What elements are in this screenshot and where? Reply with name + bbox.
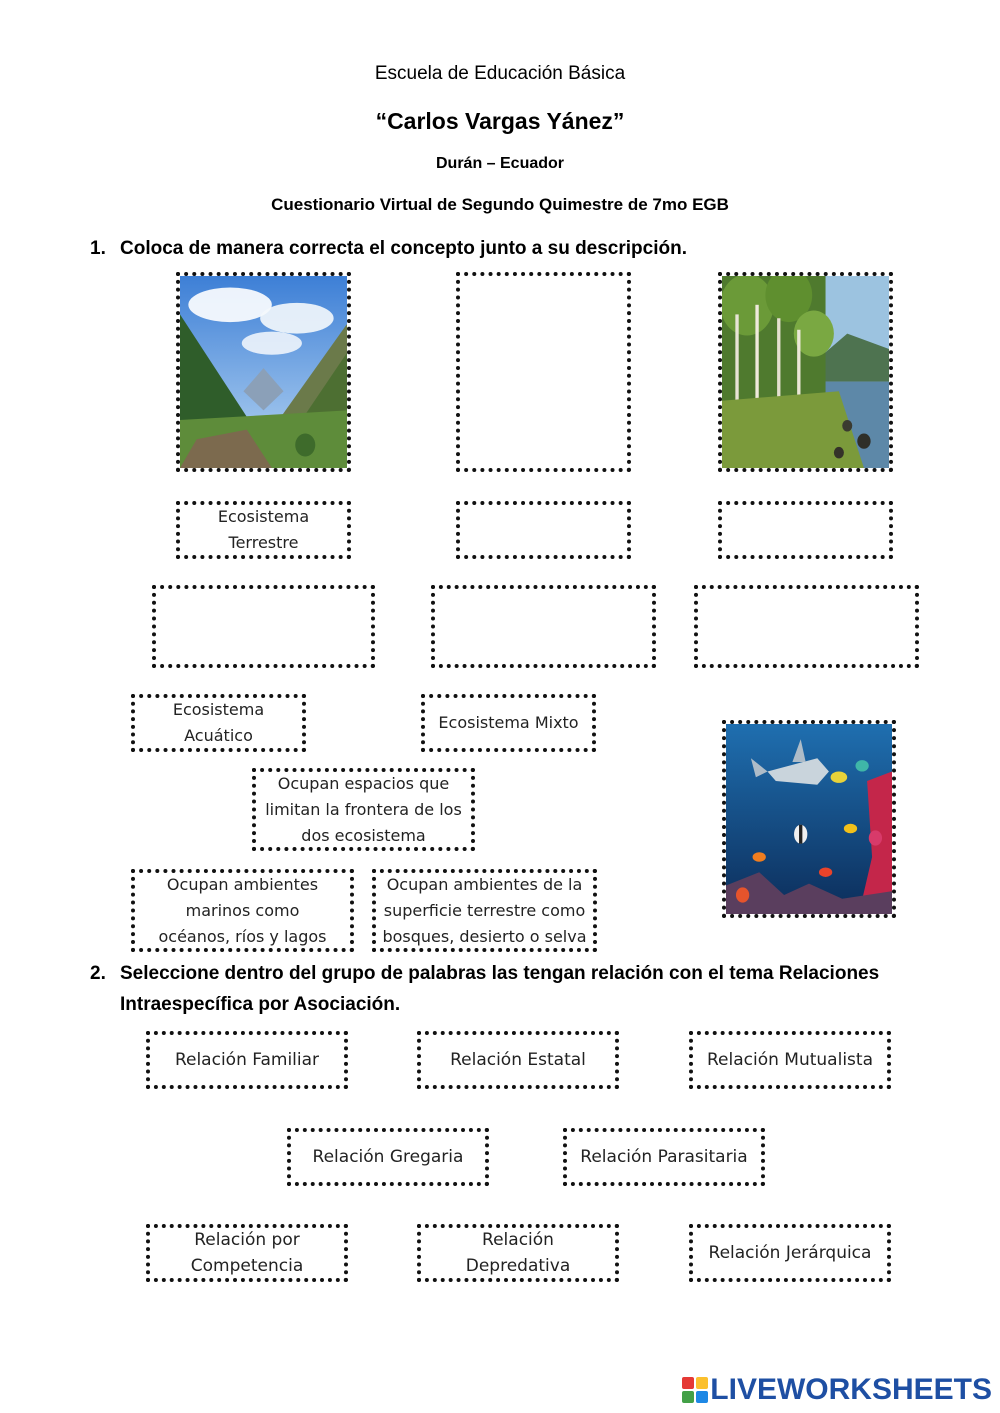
question-text-line2: Intraespecífica por Asociación.	[120, 994, 401, 1015]
label-ecosistema-terrestre[interactable]: Ecosistema Terrestre	[176, 501, 351, 559]
underwater-ocean-image[interactable]	[722, 720, 896, 918]
description-drop-box[interactable]	[694, 585, 919, 668]
label-ecosistema-mixto[interactable]: Ecosistema Mixto	[421, 694, 596, 752]
option-relacion-familiar[interactable]: Relación Familiar	[146, 1031, 348, 1089]
label-ecosistema-acuatico[interactable]: Ecosistema Acuático	[131, 694, 306, 752]
question-number: 2.	[90, 963, 106, 984]
answer-drop-box[interactable]	[456, 501, 631, 559]
description-terrestre[interactable]: Ocupan ambientes de la superficie terres…	[372, 869, 597, 952]
question-2: 2. Seleccione dentro del grupo de palabra…	[90, 958, 950, 1020]
question-1: 1. Coloca de manera correcta el concepto …	[90, 233, 687, 264]
question-number: 1.	[90, 238, 106, 259]
option-relacion-parasitaria[interactable]: Relación Parasitaria	[563, 1128, 765, 1186]
quiz-title: Cuestionario Virtual de Segundo Quimestr…	[271, 195, 729, 214]
school-title: Escuela de Educación Básica	[374, 63, 626, 84]
empty-image-frame[interactable]	[456, 272, 631, 472]
option-relacion-estatal[interactable]: Relación Estatal	[417, 1031, 619, 1089]
question-text-line1: Seleccione dentro del grupo de palabras …	[120, 963, 880, 984]
description-drop-box[interactable]	[152, 585, 375, 668]
logo-mark-icon	[682, 1377, 709, 1403]
description-mixto[interactable]: Ocupan espacios que limitan la frontera …	[252, 768, 475, 851]
mountain-valley-image[interactable]	[176, 272, 351, 472]
option-relacion-por-competencia[interactable]: Relación por Competencia	[146, 1224, 348, 1282]
description-acuatico[interactable]: Ocupan ambientes marinos como océanos, r…	[131, 869, 354, 952]
description-drop-box[interactable]	[431, 585, 656, 668]
liveworksheets-logo: LIVEWORKSHEETS	[682, 1373, 992, 1407]
option-relacion-jerarquica[interactable]: Relación Jerárquica	[689, 1224, 891, 1282]
answer-drop-box[interactable]	[718, 501, 893, 559]
option-relacion-depredativa[interactable]: Relación Depredativa	[417, 1224, 619, 1282]
school-name: “Carlos Vargas Yánez”	[375, 108, 625, 134]
option-relacion-mutualista[interactable]: Relación Mutualista	[689, 1031, 891, 1089]
option-relacion-gregaria[interactable]: Relación Gregaria	[287, 1128, 489, 1186]
forest-lake-image[interactable]	[718, 272, 893, 472]
logo-text: LIVEWORKSHEETS	[710, 1373, 992, 1406]
question-text: Coloca de manera correcta el concepto ju…	[120, 238, 687, 259]
city-line: Durán – Ecuador	[435, 155, 565, 172]
